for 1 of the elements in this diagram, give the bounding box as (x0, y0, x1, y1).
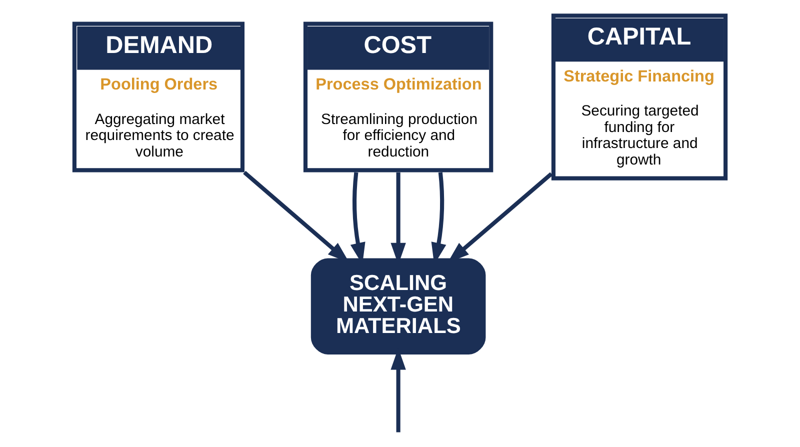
node-box: SCALING NEXT-GEN MATERIALS (310, 258, 486, 354)
